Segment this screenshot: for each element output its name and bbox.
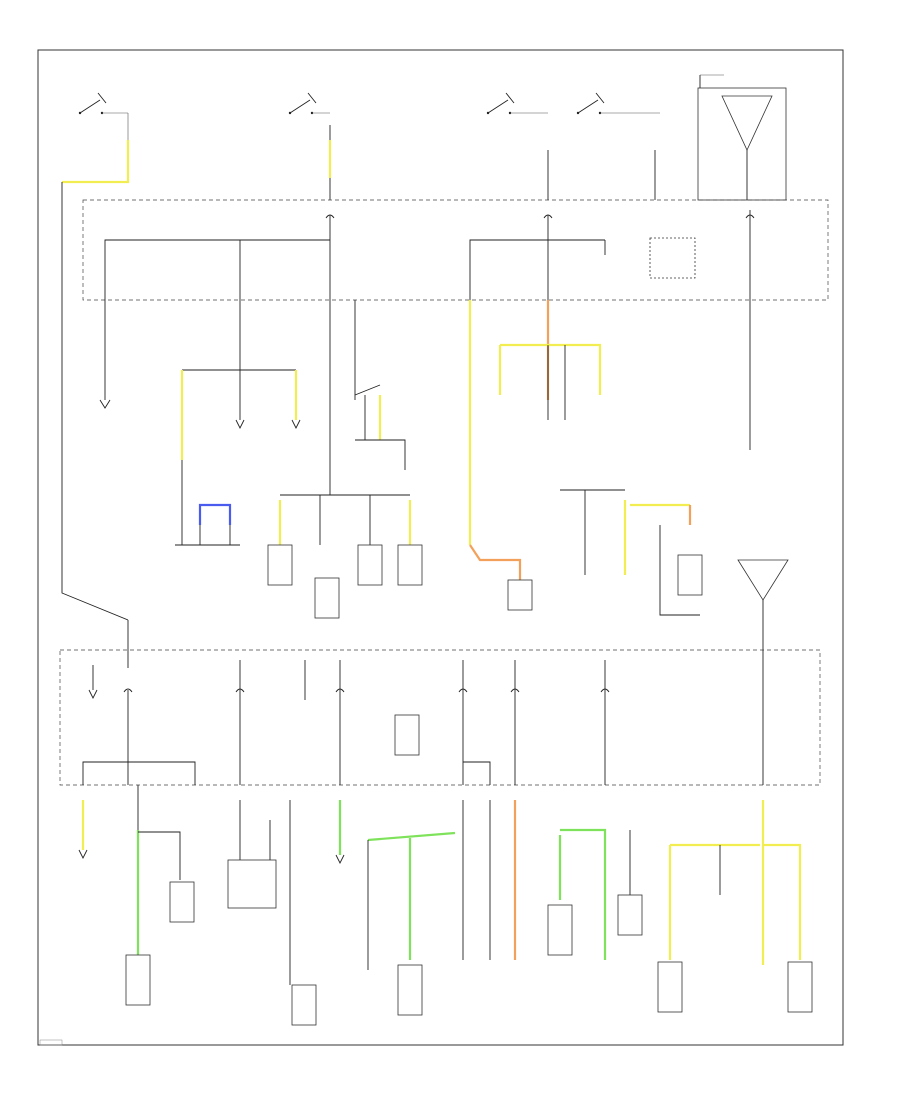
ignition-switch-4 [576, 92, 660, 115]
connector-row-lower [78, 785, 813, 1026]
under-dash-fuse-box-right [737, 559, 789, 650]
under-dash-fuse-box-top [82, 199, 829, 301]
under-hood-fuse-box-top [697, 87, 787, 201]
ignition-switch-1 [78, 92, 129, 140]
under-dash-fuse-box-bottom [59, 620, 821, 786]
relay-block [267, 494, 423, 619]
diagram-frame [37, 49, 844, 1046]
ignition-switch-3 [486, 92, 548, 115]
ignition-switch-2 [288, 92, 330, 115]
